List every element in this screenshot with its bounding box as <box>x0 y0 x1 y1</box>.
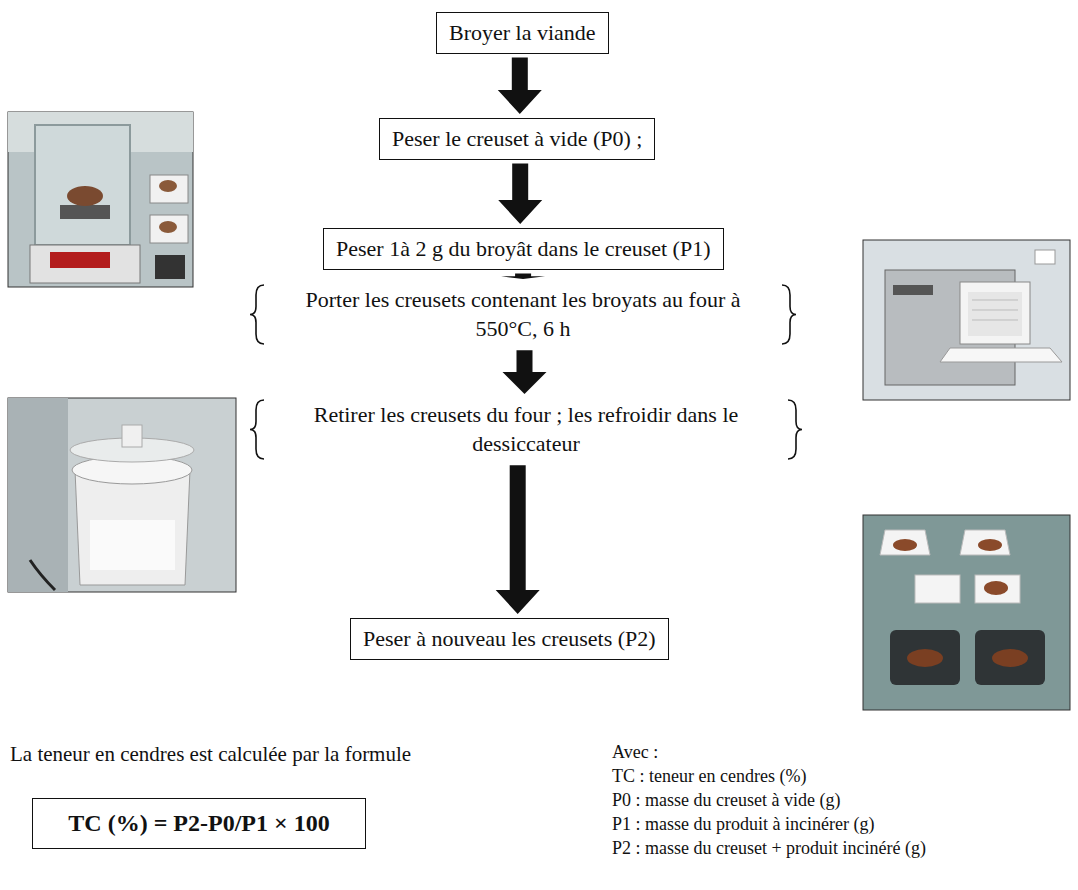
braced-step: Retirer les creusets du four ; les refro… <box>248 398 804 461</box>
step-text: Peser 1à 2 g du broyât dans le creuset (… <box>336 235 711 263</box>
legend-note: P2 : masse du creuset + produit incinéré… <box>612 838 926 859</box>
legend-note: P1 : masse du produit à incinérer (g) <box>612 814 874 835</box>
process-box: Peser 1à 2 g du broyât dans le creuset (… <box>323 228 724 270</box>
oven-photo <box>863 240 1070 400</box>
step-text: Peser à nouveau les creusets (P2) <box>363 625 656 653</box>
step-text: Broyer la viande <box>449 19 596 47</box>
step-text: Retirer les creusets du four ; les refro… <box>282 401 770 458</box>
formula-box: TC (%) = P2-P0/P1 × 100 <box>32 798 366 849</box>
step-text: Porter les creusets contenant les broyat… <box>288 286 758 343</box>
braced-step: Porter les creusets contenant les broyat… <box>248 283 798 346</box>
legend-note: TC : teneur en cendres (%) <box>612 766 806 787</box>
process-box: Peser à nouveau les creusets (P2) <box>350 618 669 660</box>
legend-note: P0 : masse du creuset à vide (g) <box>612 790 840 811</box>
process-box: Broyer la viande <box>436 12 609 54</box>
brace-stroke <box>250 400 264 459</box>
block-arrow <box>498 164 542 225</box>
brace-stroke <box>782 285 796 344</box>
block-arrow <box>501 274 545 280</box>
legend-note: Avec : <box>612 742 658 763</box>
balance-photo <box>8 112 193 287</box>
step-text: TC (%) = P2-P0/P1 × 100 <box>43 810 355 837</box>
brace-stroke <box>788 400 802 459</box>
desiccator-photo <box>8 398 236 592</box>
block-arrow <box>498 58 542 115</box>
crucibles-photo <box>863 515 1070 710</box>
process-box: Peser le creuset à vide (P0) ; <box>379 118 655 160</box>
block-arrow <box>496 465 540 614</box>
step-text: Peser le creuset à vide (P0) ; <box>392 125 642 153</box>
block-arrow <box>503 350 547 394</box>
formula-caption: La teneur en cendres est calculée par la… <box>10 742 411 767</box>
brace-stroke <box>250 285 264 344</box>
